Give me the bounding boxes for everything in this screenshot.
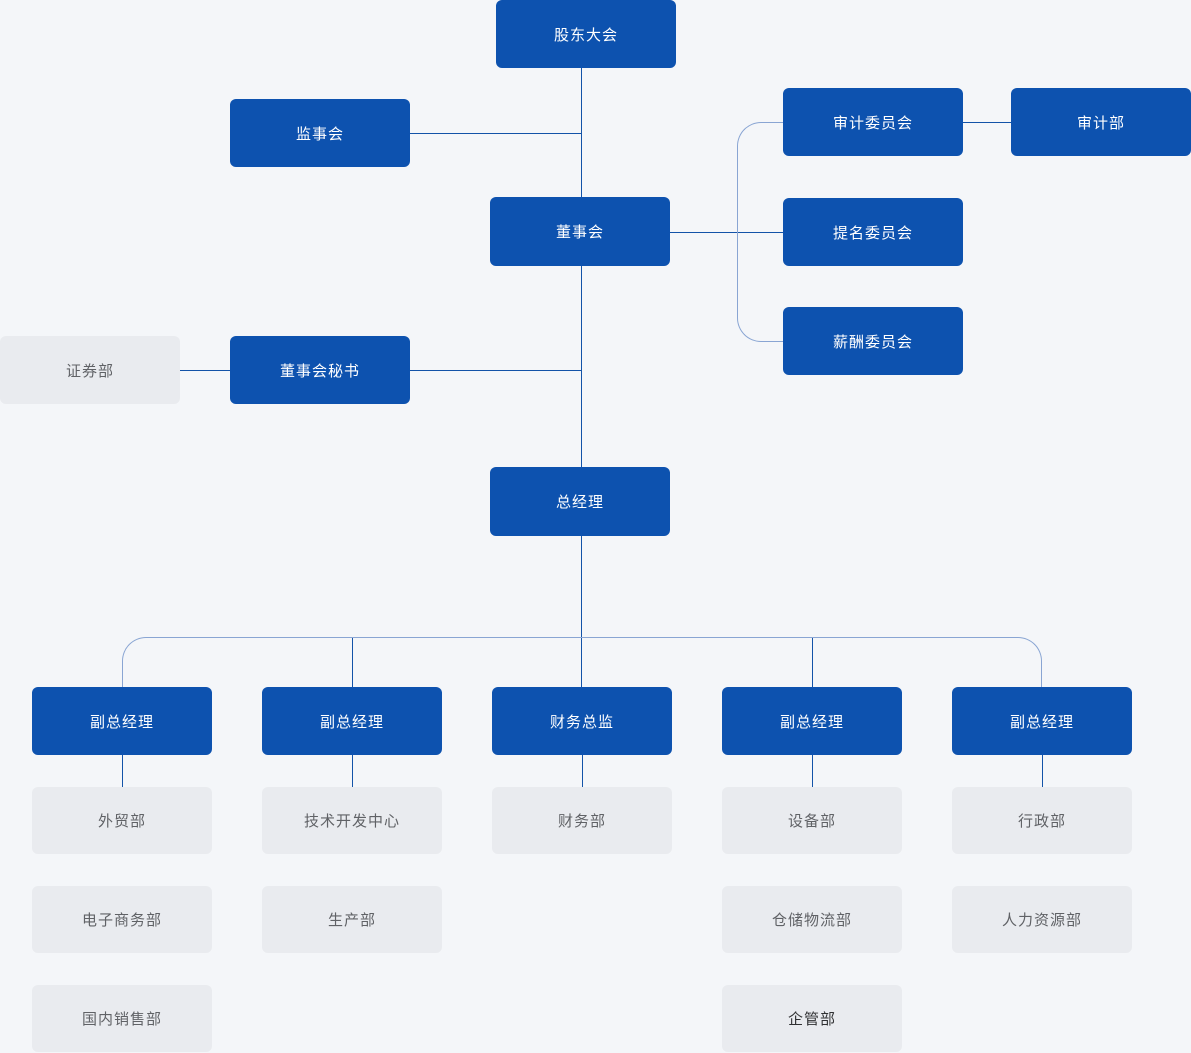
node-label: 提名委员会 (832, 224, 913, 242)
node-label: 股东大会 (553, 26, 618, 44)
node-finance-director[interactable]: 财务总监 (492, 687, 672, 755)
node-label: 董事会 (555, 224, 604, 241)
bracket-audit-committee (737, 122, 783, 232)
node-shareholders-meeting[interactable]: 股东大会 (496, 0, 676, 68)
node-label: 副总经理 (319, 713, 384, 731)
node-label: 董事会秘书 (279, 362, 360, 380)
node-hr-dept[interactable]: 人力资源部 (952, 886, 1132, 953)
node-label: 财务部 (557, 813, 606, 830)
connector-cfo-depts (582, 755, 583, 787)
node-audit-committee[interactable]: 审计委员会 (783, 88, 963, 156)
node-label: 设备部 (787, 813, 836, 830)
node-deputy-gm-4[interactable]: 副总经理 (952, 687, 1132, 755)
node-securities-department[interactable]: 证券部 (0, 336, 180, 404)
node-label: 人力资源部 (1001, 912, 1082, 929)
node-enterprise-mgmt-dept[interactable]: 企管部 (722, 985, 902, 1052)
node-production-dept[interactable]: 生产部 (262, 886, 442, 953)
connector-board-gm (581, 266, 582, 467)
node-audit-department[interactable]: 审计部 (1011, 88, 1191, 156)
node-label: 仓储物流部 (771, 912, 852, 929)
node-general-manager[interactable]: 总经理 (490, 467, 670, 536)
node-compensation-committee[interactable]: 薪酬委员会 (783, 307, 963, 375)
node-domestic-sales-dept[interactable]: 国内销售部 (32, 985, 212, 1052)
node-board-of-directors[interactable]: 董事会 (490, 197, 670, 266)
node-label: 副总经理 (779, 713, 844, 731)
node-label: 电子商务部 (81, 912, 162, 929)
node-equipment-dept[interactable]: 设备部 (722, 787, 902, 854)
node-administration-dept[interactable]: 行政部 (952, 787, 1132, 854)
connector-deputy2-depts (352, 755, 353, 787)
node-label: 薪酬委员会 (832, 333, 913, 351)
node-deputy-gm-3[interactable]: 副总经理 (722, 687, 902, 755)
node-deputy-gm-1[interactable]: 副总经理 (32, 687, 212, 755)
connector-secretary-mainline (410, 370, 581, 371)
node-tech-dev-center[interactable]: 技术开发中心 (262, 787, 442, 854)
connector-branch-deputy3 (812, 637, 813, 687)
connector-gm-financedirector (581, 535, 582, 687)
bracket-gm-branches (122, 637, 1042, 687)
node-label: 监事会 (295, 125, 344, 143)
node-label: 技术开发中心 (303, 813, 400, 830)
connector-auditcommittee-auditdept (963, 122, 1011, 123)
node-label: 企管部 (787, 1011, 836, 1028)
node-finance-dept[interactable]: 财务部 (492, 787, 672, 854)
node-label: 证券部 (65, 362, 114, 380)
connector-shareholders-board (581, 68, 582, 197)
node-label: 行政部 (1017, 813, 1066, 830)
node-label: 生产部 (327, 912, 376, 929)
node-nomination-committee[interactable]: 提名委员会 (783, 198, 963, 266)
connector-deputy1-depts (122, 755, 123, 787)
connector-deputy4-depts (1042, 755, 1043, 787)
node-supervisory-board[interactable]: 监事会 (230, 99, 410, 167)
connector-supervisory-board (410, 133, 581, 134)
node-warehouse-logistics-dept[interactable]: 仓储物流部 (722, 886, 902, 953)
node-label: 审计委员会 (832, 114, 913, 132)
connector-branch-deputy2 (352, 637, 353, 687)
node-ecommerce-dept[interactable]: 电子商务部 (32, 886, 212, 953)
connector-deputy3-depts (812, 755, 813, 787)
node-label: 总经理 (555, 494, 604, 511)
node-label: 外贸部 (97, 813, 146, 830)
node-deputy-gm-2[interactable]: 副总经理 (262, 687, 442, 755)
node-label: 财务总监 (549, 713, 614, 731)
node-label: 审计部 (1076, 114, 1125, 132)
bracket-compensation-committee (737, 232, 783, 342)
node-foreign-trade-dept[interactable]: 外贸部 (32, 787, 212, 854)
node-label: 副总经理 (89, 713, 154, 731)
node-board-secretary[interactable]: 董事会秘书 (230, 336, 410, 404)
connector-board-nomination (670, 232, 783, 233)
connector-securities-secretary (180, 370, 230, 371)
node-label: 副总经理 (1009, 713, 1074, 731)
node-label: 国内销售部 (81, 1011, 162, 1028)
